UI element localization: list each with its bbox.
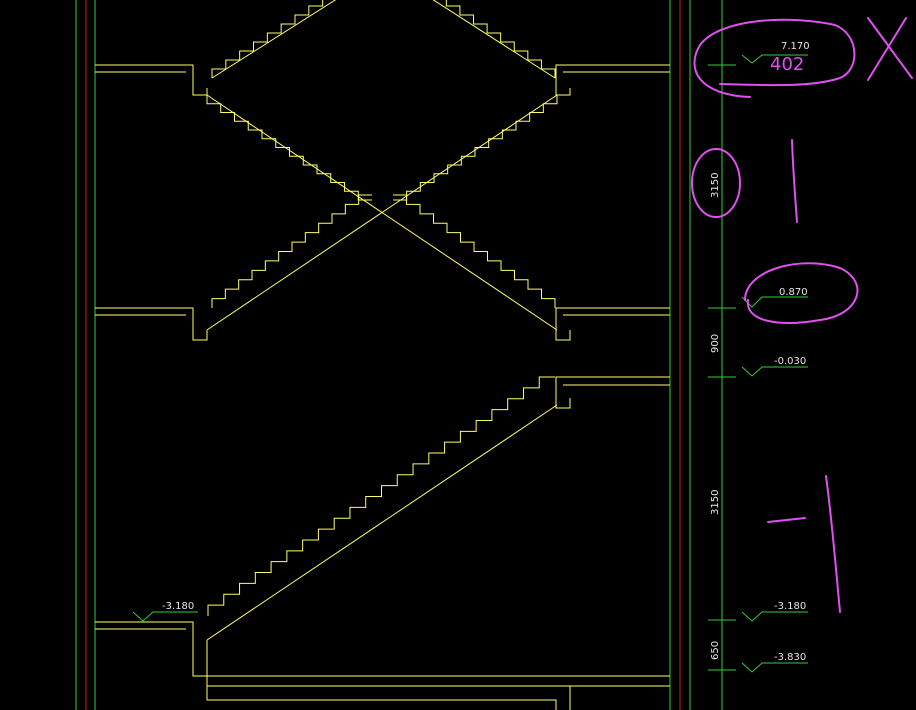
minus-mark — [767, 517, 806, 523]
handwritten-markup — [691, 17, 913, 613]
elevation-label-m3180-left: -3.180 — [162, 601, 195, 612]
stair-flights — [206, 0, 558, 641]
stair-stringer-upper-1 — [211, 0, 337, 79]
stair-flight-mid-left-descent — [206, 95, 372, 201]
elevation-label-0870: 0.870 — [779, 287, 808, 298]
x-mark — [867, 17, 913, 81]
elevation-label-m0030: -0.030 — [774, 356, 807, 367]
stair-flight-mid-right-descent — [393, 95, 558, 201]
stair-stringer-lower-main — [206, 404, 558, 641]
dimension-axis-line — [708, 0, 736, 710]
right-wall — [669, 0, 691, 710]
handwritten-note-402: 402 — [770, 54, 805, 75]
elevation-label-7170: 7.170 — [781, 41, 810, 52]
stair-flight-upper-left-rise — [211, 0, 324, 78]
stair-flight-lower-left-rise — [211, 194, 372, 308]
stair-stringer-cross-2 — [206, 94, 558, 331]
stair-flight-lower-right-rise — [393, 194, 556, 308]
tick-mark-1 — [791, 139, 798, 223]
elevation-label-m3180: -3.180 — [774, 601, 807, 612]
dimension-label-650: 650 — [710, 640, 721, 660]
dimension-label-900: 900 — [710, 333, 721, 353]
circle-annotation-top — [693, 18, 856, 98]
stair-stringer-upper-2 — [432, 0, 556, 79]
elevation-label-m3830: -3.830 — [774, 652, 807, 663]
stair-flight-lower-main — [207, 376, 555, 616]
floor-slabs — [95, 64, 670, 710]
circle-annotation-0870 — [744, 262, 859, 324]
dimension-label-3150-top: 3150 — [710, 172, 721, 198]
circle-annotation-dim — [691, 148, 741, 218]
elevation-markers — [132, 54, 808, 673]
stair-flight-upper-right-rise — [445, 0, 556, 78]
tick-mark-2 — [825, 475, 841, 613]
left-wall — [75, 0, 96, 710]
dimension-label-3150-bottom: 3150 — [710, 489, 721, 515]
